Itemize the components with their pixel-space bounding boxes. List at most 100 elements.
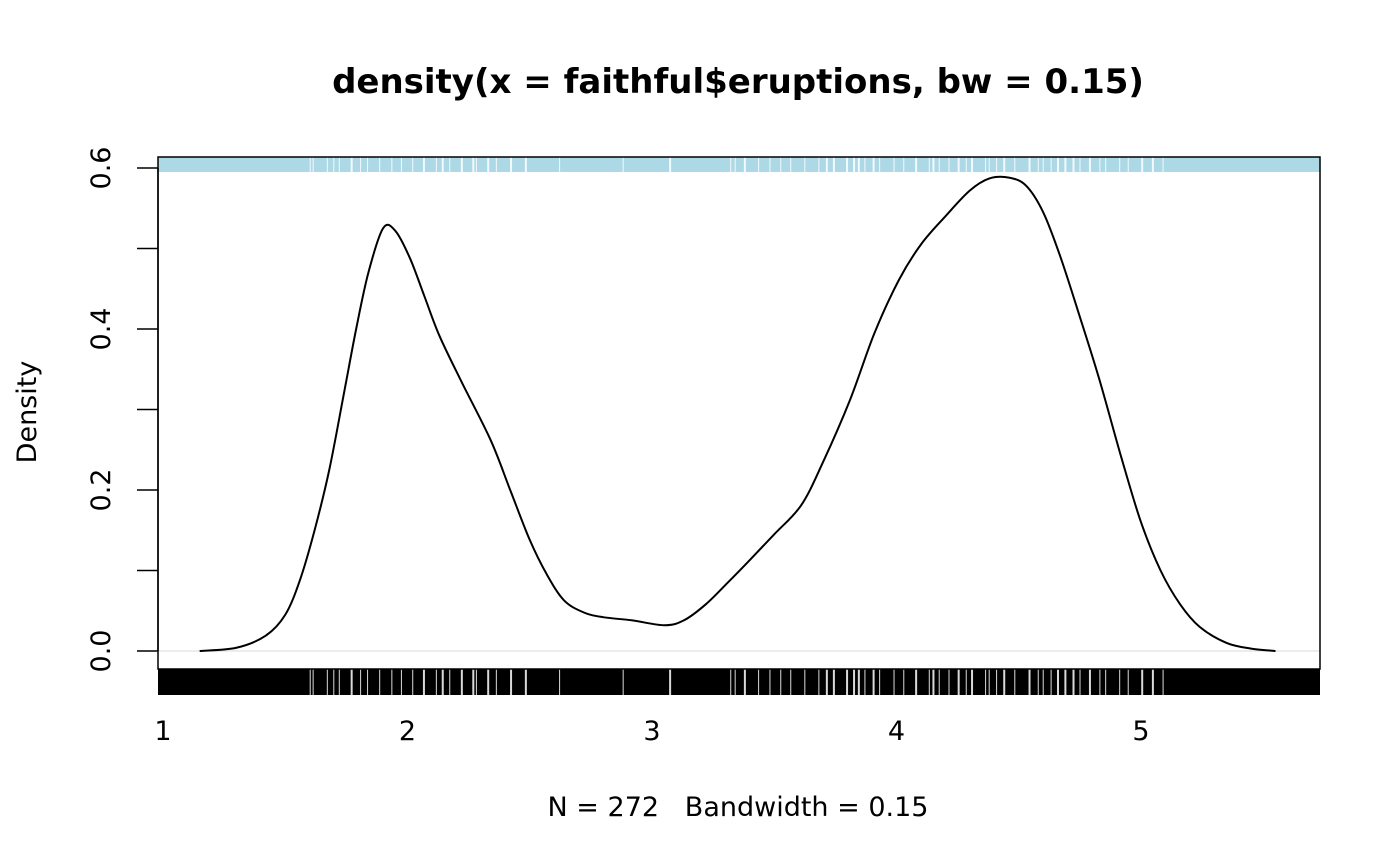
rug-gap — [475, 669, 477, 695]
rug-gap — [1088, 669, 1091, 695]
rug-gap — [422, 669, 425, 695]
rug-gap — [1028, 157, 1031, 172]
rug-gap — [441, 157, 444, 172]
rug-gap — [818, 157, 820, 172]
rug-gap — [379, 157, 381, 172]
rug-gap — [893, 157, 895, 172]
y-tick-label: 0.2 — [86, 469, 117, 512]
rug-gap — [400, 157, 402, 172]
rug-gap — [903, 669, 905, 695]
rug-gap — [1127, 157, 1129, 172]
rug-gap — [1151, 669, 1154, 695]
rug-gap — [769, 157, 771, 172]
rug-gap — [472, 157, 475, 172]
rug-gap — [932, 157, 935, 172]
rug-gap — [422, 157, 425, 172]
rug-gap — [932, 669, 935, 695]
rug-gap — [758, 669, 760, 695]
rug-gap — [622, 157, 624, 172]
rug-gap — [326, 669, 328, 695]
rug-gap — [460, 669, 463, 695]
rug-gap — [669, 157, 672, 172]
rug-gap — [1141, 669, 1144, 695]
rug-gap — [864, 669, 866, 695]
rug-gap — [1037, 669, 1039, 695]
rug-gap — [832, 157, 835, 172]
rug-gap — [853, 157, 856, 172]
rug-gap — [832, 669, 835, 695]
top-rug — [158, 157, 1320, 172]
rug-gap — [360, 157, 362, 172]
rug-gap — [769, 669, 771, 695]
rug-gap — [487, 157, 490, 172]
rug-gap — [460, 157, 463, 172]
rug-gap — [743, 669, 746, 695]
rug-gap — [825, 157, 828, 172]
rug-gap — [1028, 669, 1031, 695]
rug-gap — [524, 157, 527, 172]
bottom-rug — [158, 669, 1320, 695]
plot-box — [157, 156, 1321, 670]
rug-gap — [412, 669, 414, 695]
rug-gap — [1119, 669, 1121, 695]
rug-gap — [1162, 669, 1164, 695]
rug-gap — [971, 669, 974, 695]
rug-gap — [559, 669, 561, 695]
rug-gap — [915, 669, 918, 695]
rug-gap — [743, 157, 746, 172]
rug-gap — [985, 669, 987, 695]
rug-gap — [622, 669, 624, 695]
x-tick-label: 4 — [888, 716, 905, 747]
rug-gap — [338, 157, 340, 172]
rug-gap — [948, 669, 950, 695]
rug-gap — [367, 157, 369, 172]
rug-gap — [938, 157, 940, 172]
rug-gap — [524, 669, 527, 695]
x-axis-label: N = 272 Bandwidth = 0.15 — [548, 792, 929, 823]
rug-gap — [893, 669, 895, 695]
rug-gap — [1057, 669, 1060, 695]
rug-gap — [1003, 669, 1006, 695]
rug-gap — [1141, 157, 1144, 172]
rug-gap — [864, 157, 866, 172]
rug-gap — [472, 669, 475, 695]
rug-gap — [818, 669, 820, 695]
rug-gap — [1099, 669, 1101, 695]
rug-gap — [846, 669, 849, 695]
rug-gap — [312, 157, 314, 172]
rug-gap — [857, 669, 860, 695]
rug-gap — [971, 157, 974, 172]
rug-gap — [449, 669, 451, 695]
rug-gap — [1162, 157, 1164, 172]
rug-gap — [872, 669, 875, 695]
rug-gap — [1099, 157, 1101, 172]
rug-gap — [846, 157, 849, 172]
rug-gap — [412, 157, 414, 172]
rug-gap — [825, 669, 828, 695]
top-rug-band — [158, 157, 1320, 172]
rug-gap — [734, 157, 736, 172]
rug-gap — [309, 669, 311, 695]
rug-gap — [872, 157, 875, 172]
rug-gap — [510, 669, 513, 695]
rug-gap — [879, 669, 881, 695]
rug-gap — [309, 157, 311, 172]
rug-gap — [1105, 669, 1107, 695]
rug-gap — [487, 669, 490, 695]
rug-gap — [948, 157, 950, 172]
rug-gap — [1064, 669, 1067, 695]
rug-gap — [1042, 669, 1044, 695]
rug-gap — [1014, 157, 1016, 172]
rug-gap — [1088, 157, 1091, 172]
rug-gap — [996, 669, 998, 695]
rug-gap — [559, 157, 561, 172]
rug-gap — [928, 669, 930, 695]
rug-gap — [957, 157, 960, 172]
rug-gap — [780, 157, 782, 172]
x-tick-label: 2 — [399, 716, 416, 747]
bottom-rug-band — [158, 669, 1320, 695]
rug-gap — [495, 669, 497, 695]
rug-gap — [435, 157, 437, 172]
rug-gap — [1037, 157, 1039, 172]
rug-gap — [1042, 157, 1044, 172]
